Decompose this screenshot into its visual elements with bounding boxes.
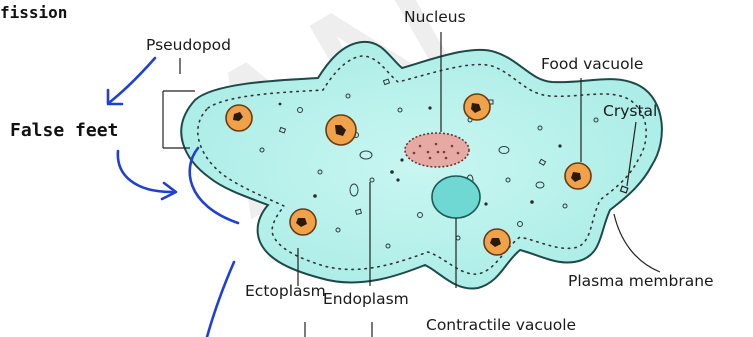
food-vacuole-label: Food vacuole — [541, 55, 643, 73]
false-feet-note: False feet — [10, 120, 118, 141]
header-cut-text: fission — [0, 3, 67, 22]
nucleus-label: Nucleus — [404, 8, 466, 26]
contractile-vacuole-label: Contractile vacuole — [426, 316, 576, 334]
crystal-label: Crystal — [603, 102, 657, 120]
ectoplasm-label: Ectoplasm — [245, 282, 326, 300]
plasma-membrane-label: Plasma membrane — [568, 272, 714, 290]
contractile-vacuole — [432, 176, 480, 218]
nucleus — [405, 133, 469, 167]
pseudopod-label: Pseudopod — [146, 36, 231, 54]
endoplasm-label: Endoplasm — [323, 290, 409, 308]
